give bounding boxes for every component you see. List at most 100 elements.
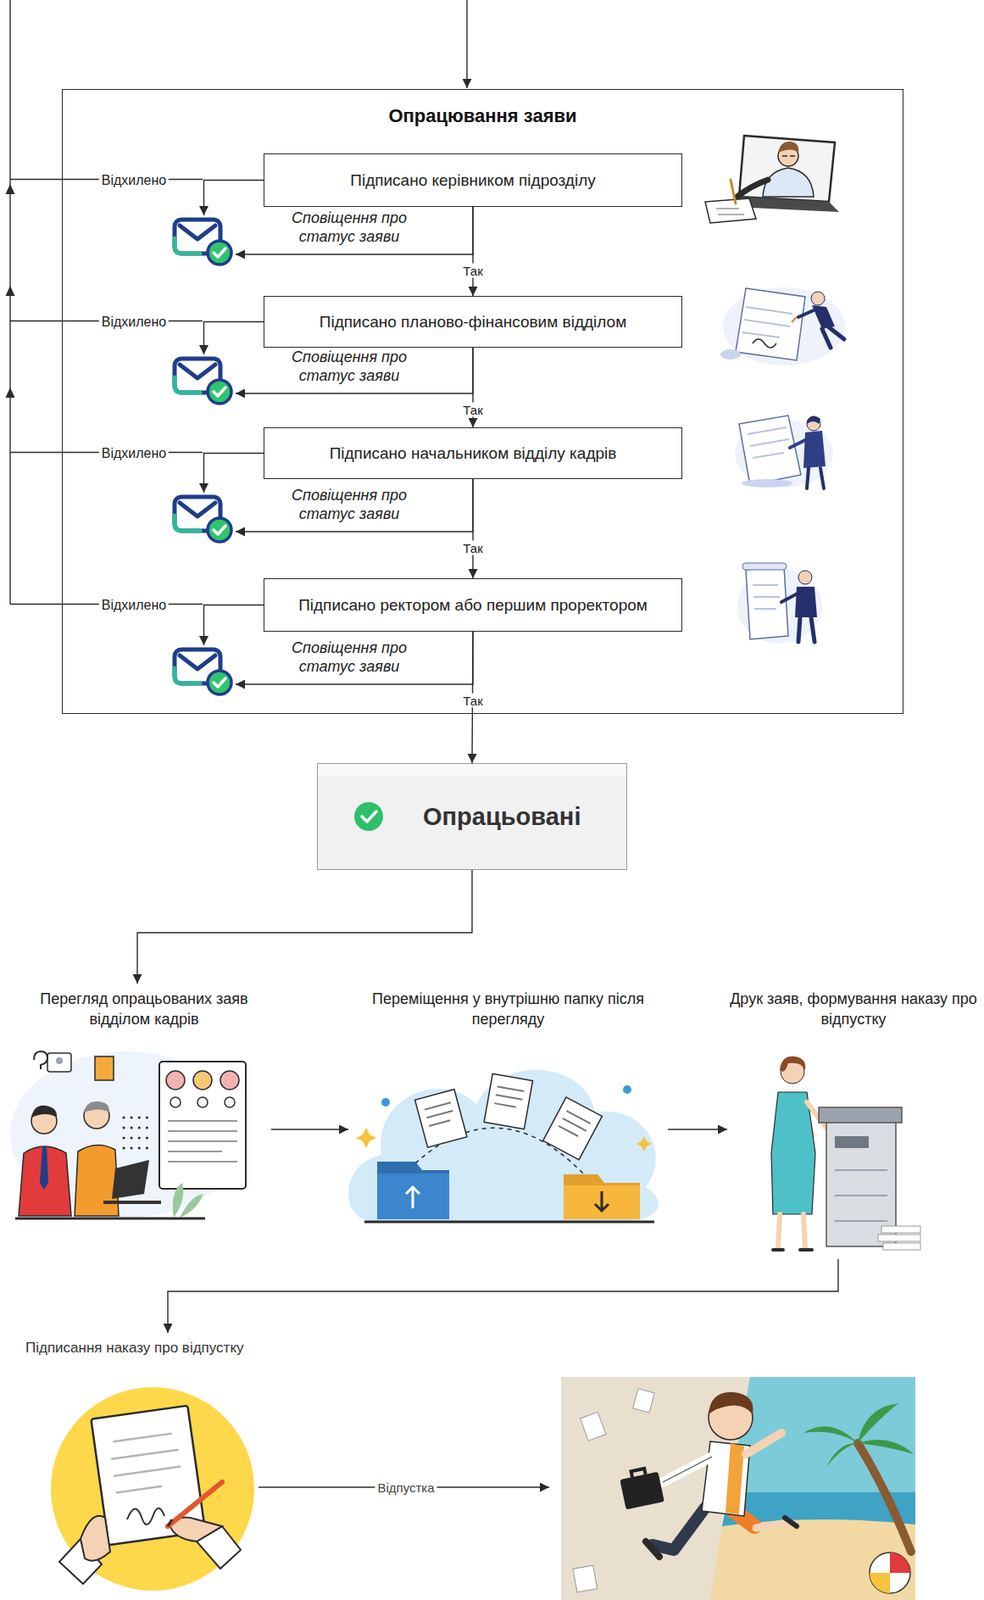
process-box: Підписано керівником підрозділу [263, 153, 683, 207]
vacation-illustration [756, 1522, 787, 1528]
connector [235, 347, 473, 394]
up-arrow-head [5, 387, 16, 398]
status-box-fill [316, 762, 628, 870]
finance-illustration [735, 288, 806, 361]
vacation-illustration [619, 1471, 664, 1510]
manager-illustration [705, 198, 757, 223]
status-box-fill [361, 811, 377, 822]
flow-line [466, 0, 467, 89]
status-box-fill [317, 763, 627, 776]
vacation-illustration [869, 1572, 890, 1593]
connector [167, 1258, 839, 1333]
move-files-illustration [415, 1089, 467, 1147]
connector [235, 478, 473, 532]
manager-illustration [739, 135, 835, 202]
printing-illustration [881, 1225, 921, 1233]
move-files-illustration [563, 1173, 640, 1219]
process-step: Перегляд опрацьованих заяв відділом кадр… [16, 983, 272, 1229]
vacation-illustration [652, 1506, 706, 1550]
manager-illustration [737, 179, 768, 197]
vacation-illustration [572, 1564, 597, 1592]
node-text: Сповіщення про статус заяви [277, 208, 422, 246]
manager-illustration [730, 179, 736, 204]
hr-illustration [747, 427, 790, 458]
notification-icon [174, 219, 232, 265]
edge-label: Відхилено [99, 445, 169, 462]
move-files-illustration [415, 1089, 467, 1147]
connector [204, 605, 265, 646]
review-illustration [74, 1144, 119, 1216]
label-anchor: Відхилено [99, 445, 169, 462]
connector [204, 322, 265, 356]
node-text: Друк заяв, формування наказу про відпуст… [727, 983, 980, 1030]
process-step: Переміщення у внутрішню папку після пере… [348, 983, 668, 1229]
review-illustration [172, 1182, 204, 1218]
notification: Сповіщення про статус заяви [172, 492, 236, 545]
up-arrow-head [5, 285, 16, 296]
vacation-illustration [889, 1551, 911, 1573]
edge-label: Так [460, 540, 485, 556]
rector-illustration [794, 586, 818, 618]
flow-line [9, 0, 11, 605]
move-files-illustration [483, 1072, 533, 1129]
connector [667, 1128, 728, 1129]
flow-line [10, 0, 550, 1487]
vacation-illustration [618, 1465, 665, 1510]
connector [472, 206, 473, 296]
status-box-fill [316, 762, 628, 870]
rector-illustration [742, 562, 787, 570]
printing-illustration [772, 1247, 812, 1251]
move-files-illustration [636, 1135, 652, 1151]
connector [204, 453, 265, 494]
node-text: Перегляд опрацьованих заяв відділом кадр… [16, 983, 272, 1030]
hr-illustration [734, 415, 834, 489]
node-text: Підписання наказу про відпустку [25, 1332, 289, 1357]
review-illustration [33, 1050, 48, 1069]
move-files-illustration [348, 1069, 659, 1222]
label-anchor: Відхилено [99, 314, 169, 330]
printing-illustration [878, 1234, 921, 1241]
printing-illustration [818, 1106, 902, 1123]
vacation-illustration [784, 1517, 797, 1526]
signing-illustration [167, 1481, 223, 1526]
process-box: Підписано начальником відділу кадрів [263, 427, 683, 479]
manager-illustration [705, 135, 840, 223]
signing-illustration [127, 1507, 165, 1524]
vacation-illustration [561, 1376, 916, 1600]
move-files-illustration [543, 1096, 603, 1160]
vacation-illustration [745, 1432, 782, 1454]
status-box: Опрацьовані [316, 762, 628, 870]
notification: Сповіщення про статус заяви [172, 354, 236, 407]
manager-illustration [716, 208, 745, 215]
review-illustration [123, 1117, 155, 1148]
vacation-illustration [561, 1376, 916, 1600]
node-text: Сповіщення про статус заяви [277, 347, 422, 385]
move-files-illustration [494, 1085, 524, 1107]
printing-illustration [771, 1091, 816, 1214]
review-illustration [94, 1056, 114, 1080]
manager-illustration [778, 141, 799, 153]
finance-illustration [720, 349, 741, 360]
finance-illustration [811, 291, 825, 306]
connector [137, 869, 473, 984]
move-files-illustration [622, 1084, 632, 1094]
vacation-illustration [725, 1442, 745, 1514]
edge-label: Так [460, 263, 485, 278]
move-files-illustration [594, 1190, 609, 1211]
rector-illustration [752, 584, 780, 609]
move-files-illustration [483, 1072, 533, 1129]
process-step: Підписання наказу про відпустку [25, 1332, 289, 1594]
finance-illustration [722, 287, 846, 366]
review-illustration [159, 1061, 246, 1189]
review-illustration [166, 1070, 185, 1090]
printing-illustration [778, 1213, 806, 1248]
up-arrow-head [5, 183, 16, 398]
review-illustration [10, 1050, 246, 1218]
vacation-illustration [857, 1442, 912, 1552]
label-anchor: Так [460, 540, 485, 556]
hr-illustration [741, 478, 793, 488]
move-files-illustration [348, 1069, 659, 1221]
